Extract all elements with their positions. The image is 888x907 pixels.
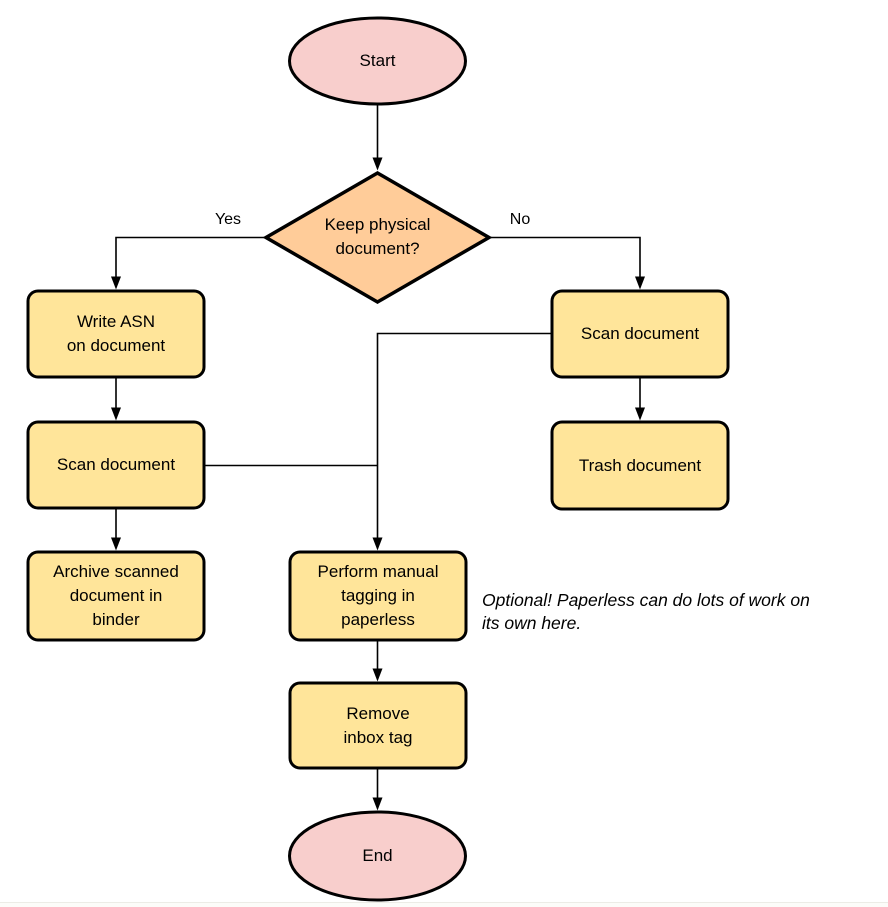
start-terminator-shape — [288, 16, 467, 106]
remove-inbox-process-shape — [288, 681, 468, 770]
edge-scanright-to-tagging — [372, 332, 552, 551]
scan-right-process-shape — [550, 289, 730, 379]
archive-process-shape — [26, 550, 206, 642]
no-edge-label: No — [509, 211, 531, 228]
yes-edge-label: Yes — [214, 211, 242, 228]
bottom-page-strip — [0, 902, 888, 907]
optional-note-text: Optional! Paperless can do lots of work … — [482, 590, 810, 633]
decision-diamond-shape — [262, 170, 493, 305]
scan-left-process-shape — [26, 420, 206, 510]
edge-decision-no — [490, 236, 645, 290]
tagging-process-shape — [288, 550, 468, 642]
write-asn-process-shape — [26, 289, 206, 379]
end-terminator-shape — [288, 810, 467, 902]
trash-process-shape — [550, 420, 730, 511]
edge-decision-yes — [111, 236, 265, 290]
